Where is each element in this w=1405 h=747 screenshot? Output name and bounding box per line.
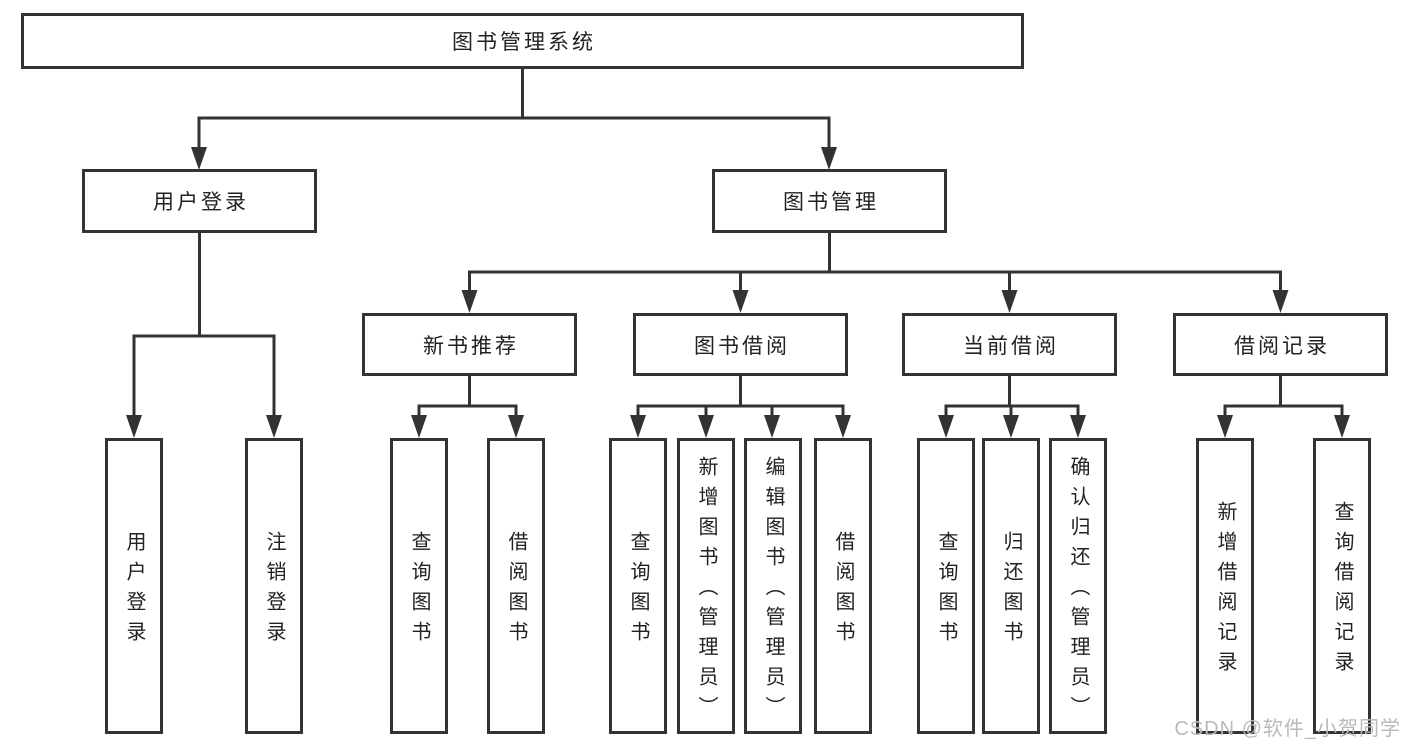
node-label: 借阅图书 [832,531,854,651]
leaf-add-books-admin: 新增图书（管理员） [677,438,735,734]
node-new-book-recommend: 新书推荐 [362,313,577,376]
node-label: 借阅图书 [505,531,527,651]
arrow-down-icon [1001,290,1018,313]
node-label: 用户登录 [123,531,145,651]
node-label: 查询图书 [408,531,430,651]
arrow-down-icon [938,415,954,438]
node-book-borrowing: 图书借阅 [633,313,848,376]
node-borrowing-records: 借阅记录 [1173,313,1388,376]
arrow-down-icon [411,415,427,438]
connector-root-to-level2 [191,69,837,170]
arrow-down-icon [1272,290,1289,313]
node-user-login-module: 用户登录 [82,169,317,233]
node-label: 新增借阅记录 [1214,501,1236,681]
node-label: 查询图书 [935,531,957,651]
connector-book-management-to-level3 [461,233,1289,313]
arrow-down-icon [821,147,837,170]
arrow-down-icon [508,415,524,438]
arrow-down-icon [126,415,142,438]
node-label: 新书推荐 [423,334,519,358]
arrow-down-icon [1334,415,1350,438]
arrow-down-icon [630,415,646,438]
leaf-user-login: 用户登录 [105,438,163,734]
leaf-borrow-books-newbook: 借阅图书 [487,438,545,734]
node-current-borrowing: 当前借阅 [902,313,1117,376]
leaf-logout: 注销登录 [245,438,303,734]
connector-user-login-to-leaves [126,233,282,438]
leaf-confirm-return-admin: 确认归还（管理员） [1049,438,1107,734]
node-label: 编辑图书（管理员） [762,456,784,726]
node-label: 归还图书 [1000,531,1022,651]
csdn-watermark: CSDN @软件_小贺同学 [1174,718,1401,740]
leaf-query-books-current: 查询图书 [917,438,975,734]
node-label: 查询图书 [627,531,649,651]
leaf-borrow-books-borrowing: 借阅图书 [814,438,872,734]
node-label: 当前借阅 [963,334,1059,358]
arrow-down-icon [1003,415,1019,438]
node-label: 借阅记录 [1234,334,1330,358]
node-label: 确认归还（管理员） [1067,456,1089,726]
node-book-management-module: 图书管理 [712,169,947,233]
connector-book-borrowing-to-leaves [630,376,851,438]
arrow-down-icon [461,290,478,313]
arrow-down-icon [732,290,749,313]
arrow-down-icon [1217,415,1233,438]
node-label: 图书借阅 [694,334,790,358]
connector-new-book-to-leaves [411,376,524,438]
arrow-down-icon [835,415,851,438]
leaf-query-books-borrowing: 查询图书 [609,438,667,734]
leaf-add-borrow-record: 新增借阅记录 [1196,438,1254,734]
node-label: 图书管理系统 [452,31,596,54]
connector-borrowing-records-to-leaves [1217,376,1350,438]
arrow-down-icon [1070,415,1086,438]
connector-current-borrowing-to-leaves [938,376,1086,438]
node-label: 用户登录 [153,191,249,214]
node-library-management-system: 图书管理系统 [21,13,1024,69]
leaf-query-books-newbook: 查询图书 [390,438,448,734]
node-label: 查询借阅记录 [1331,501,1353,681]
arrow-down-icon [764,415,780,438]
leaf-return-books: 归还图书 [982,438,1040,734]
arrow-down-icon [191,147,207,170]
leaf-edit-books-admin: 编辑图书（管理员） [744,438,802,734]
arrow-down-icon [266,415,282,438]
node-label: 注销登录 [263,531,285,651]
node-label: 图书管理 [783,191,879,214]
arrow-down-icon [698,415,714,438]
node-label: 新增图书（管理员） [695,456,717,726]
leaf-query-borrow-record: 查询借阅记录 [1313,438,1371,734]
